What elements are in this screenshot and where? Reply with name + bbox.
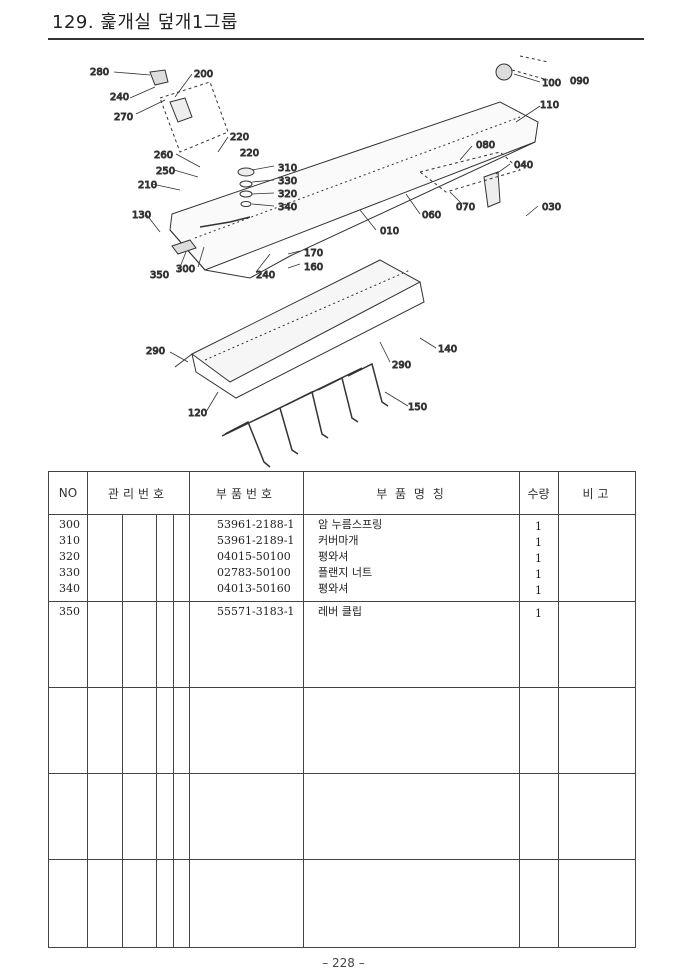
row-no: 310: [59, 534, 80, 547]
exploded-diagram: 280 200 240 270 220 220 260 250 210 130 …: [0, 42, 687, 470]
row-part-no: 53961-2188-1: [217, 518, 295, 531]
callout-label: 310: [278, 163, 297, 174]
callout-label: 010: [380, 226, 399, 237]
row-part-no: 04013-50160: [217, 582, 291, 595]
row-rule: [49, 601, 635, 602]
header-part-name: 부 품 명 칭: [376, 486, 446, 501]
callout-label: 140: [438, 344, 457, 355]
header-mgmt-no: 관리번호: [107, 486, 169, 501]
row-qty: 1: [535, 552, 542, 565]
callout-label: 090: [570, 76, 589, 87]
callout-label: 220: [240, 148, 259, 159]
callout-label: 120: [188, 408, 207, 419]
page-number: – 228 –: [322, 956, 365, 970]
callout-label: 160: [304, 262, 323, 273]
row-no: 320: [59, 550, 80, 563]
row-part-name: 평와셔: [318, 582, 349, 595]
column-rule: [156, 514, 157, 947]
row-qty: 1: [535, 536, 542, 549]
callout-label: 320: [278, 189, 297, 200]
callout-label: 340: [278, 202, 297, 213]
row-part-no: 02783-50100: [217, 566, 291, 579]
callout-label: 270: [114, 112, 133, 123]
row-part-name: 평와셔: [318, 550, 349, 563]
row-no: 340: [59, 582, 80, 595]
callout-label: 300: [176, 264, 195, 275]
callout-label: 100: [542, 78, 561, 89]
callout-label: 200: [194, 69, 213, 80]
lower-frame: [174, 259, 425, 399]
callout-label: 110: [540, 100, 559, 111]
callout-label: 220: [230, 132, 249, 143]
callout-label: 060: [422, 210, 441, 221]
callout-label: 290: [392, 360, 411, 371]
callout-label: 130: [132, 210, 151, 221]
column-rule: [122, 514, 123, 947]
callout-label: 170: [304, 248, 323, 259]
callout-label: 240: [256, 270, 275, 281]
header-no: NO: [58, 486, 78, 500]
row-qty: 1: [535, 607, 542, 620]
callout-label: 280: [90, 67, 109, 78]
row-qty: 1: [535, 568, 542, 581]
callout-label: 150: [408, 402, 427, 413]
column-rule: [87, 472, 88, 947]
row-part-name: 커버마개: [318, 534, 359, 547]
row-qty: 1: [535, 584, 542, 597]
row-rule: [49, 859, 635, 860]
column-rule: [558, 472, 559, 947]
tines: [221, 362, 389, 468]
callout-label: 040: [514, 160, 533, 171]
callout-label: 330: [278, 176, 297, 187]
callout-label: 350: [150, 270, 169, 281]
column-rule: [303, 472, 304, 947]
row-no: 300: [59, 518, 80, 531]
callout-label: 080: [476, 140, 495, 151]
row-rule: [49, 514, 635, 515]
callout-label: 030: [542, 202, 561, 213]
title-rule: [48, 38, 644, 40]
row-part-no: 04015-50100: [217, 550, 291, 563]
callout-label: 210: [138, 180, 157, 191]
callout-label: 250: [156, 166, 175, 177]
header-qty: 수량: [527, 486, 550, 501]
row-part-name: 암 누름스프링: [318, 518, 383, 531]
callout-label: 240: [110, 92, 129, 103]
parts-table: NO 관리번호 부품번호 부 품 명 칭 수량 비고 300 310 320 3…: [48, 471, 636, 948]
row-qty: 1: [535, 520, 542, 533]
row-part-no: 53961-2189-1: [217, 534, 295, 547]
row-rule: [49, 687, 635, 688]
row-no: 350: [59, 605, 80, 618]
column-rule: [519, 472, 520, 947]
row-rule: [49, 773, 635, 774]
page-title: 129. 훑개실 덮개1그룹: [52, 12, 238, 33]
header-part-no: 부품번호: [215, 486, 277, 501]
column-rule: [173, 514, 174, 947]
column-rule: [189, 472, 190, 947]
row-part-name: 플랜지 너트: [318, 566, 373, 579]
callout-label: 260: [154, 150, 173, 161]
header-remarks: 비고: [582, 486, 613, 501]
callout-label: 290: [146, 346, 165, 357]
cover-panel: [169, 101, 539, 279]
callout-label: 070: [456, 202, 475, 213]
row-no: 330: [59, 566, 80, 579]
row-part-name: 레버 클립: [318, 605, 362, 618]
row-part-no: 55571-3183-1: [217, 605, 295, 618]
